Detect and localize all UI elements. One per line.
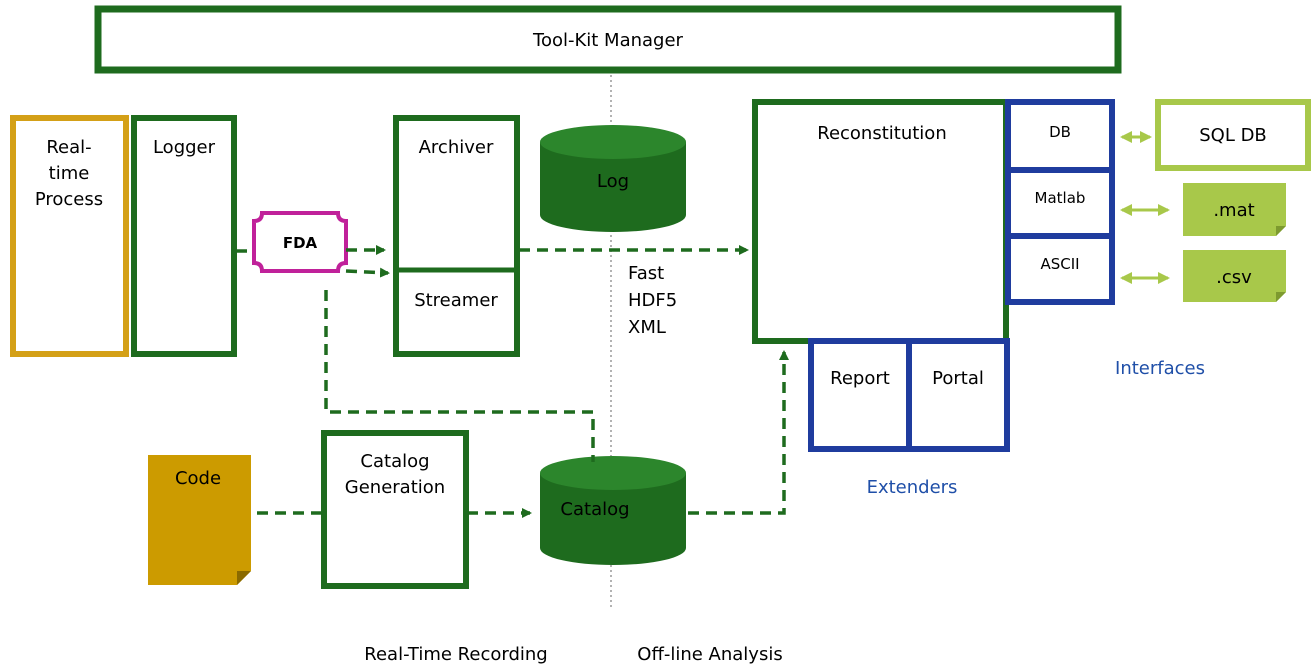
sql-db-label: SQL DB [1199, 125, 1267, 146]
fda-box: FDA [252, 211, 348, 273]
interfaces-label: Interfaces [1115, 358, 1205, 379]
mat-label: .mat [1213, 200, 1254, 221]
format-xml: XML [628, 317, 666, 338]
sql-db-box: SQL DB [1155, 99, 1311, 171]
report-box: Report [808, 338, 912, 452]
realtime-label-2: time [49, 163, 90, 184]
fda-catalog-loop [324, 290, 595, 462]
catalog-generation-label-2: Generation [345, 477, 445, 498]
footer-offline-label: Off-line Analysis [637, 644, 782, 665]
realtime-label-3: Process [35, 189, 103, 210]
portal-label: Portal [932, 368, 984, 389]
reconstitution-box: Reconstitution [752, 99, 1009, 344]
csv-label: .csv [1216, 267, 1252, 288]
log-label: Log [597, 171, 629, 192]
catalog-generation-box: Catalog Generation [321, 430, 469, 589]
portal-box: Portal [906, 338, 1010, 452]
ascii-label: ASCII [1040, 255, 1079, 273]
matlab-interface-box: Matlab [1005, 167, 1115, 239]
extenders-label: Extenders [867, 477, 958, 498]
code-label: Code [175, 468, 221, 489]
archiver-label: Archiver [419, 137, 494, 158]
catalog-database-icon: Catalog [540, 456, 686, 565]
fda-label: FDA [283, 234, 318, 252]
logger-box: Logger [131, 115, 237, 357]
db-label: DB [1049, 123, 1071, 141]
catalog-label: Catalog [560, 499, 629, 520]
ascii-interface-box: ASCII [1005, 233, 1115, 305]
realtime-process-box: Real- time Process [10, 115, 129, 357]
matlab-label: Matlab [1035, 189, 1086, 207]
log-database-icon: Log [540, 125, 686, 232]
report-label: Report [830, 368, 890, 389]
footer-realtime-label: Real-Time Recording [364, 644, 547, 665]
fda-streamer-arrow [345, 267, 390, 278]
db-interface-box: DB [1005, 99, 1115, 173]
mat-file-icon: .mat [1183, 183, 1286, 236]
realtime-label-1: Real- [46, 137, 91, 158]
streamer-label: Streamer [414, 290, 498, 311]
toolkit-manager-box: Tool-Kit Manager [94, 5, 1122, 74]
archiver-box: Archiver Streamer [393, 115, 520, 357]
csv-file-icon: .csv [1183, 250, 1286, 302]
code-note-icon: Code [148, 455, 251, 585]
catalog-reconstitution-arrow [688, 350, 789, 515]
format-fast: Fast [628, 263, 664, 284]
reconstitution-label: Reconstitution [817, 123, 946, 144]
logger-label: Logger [153, 137, 216, 158]
format-hdf5: HDF5 [628, 290, 677, 311]
toolkit-manager-label: Tool-Kit Manager [532, 30, 684, 51]
catalog-generation-label-1: Catalog [360, 451, 429, 472]
